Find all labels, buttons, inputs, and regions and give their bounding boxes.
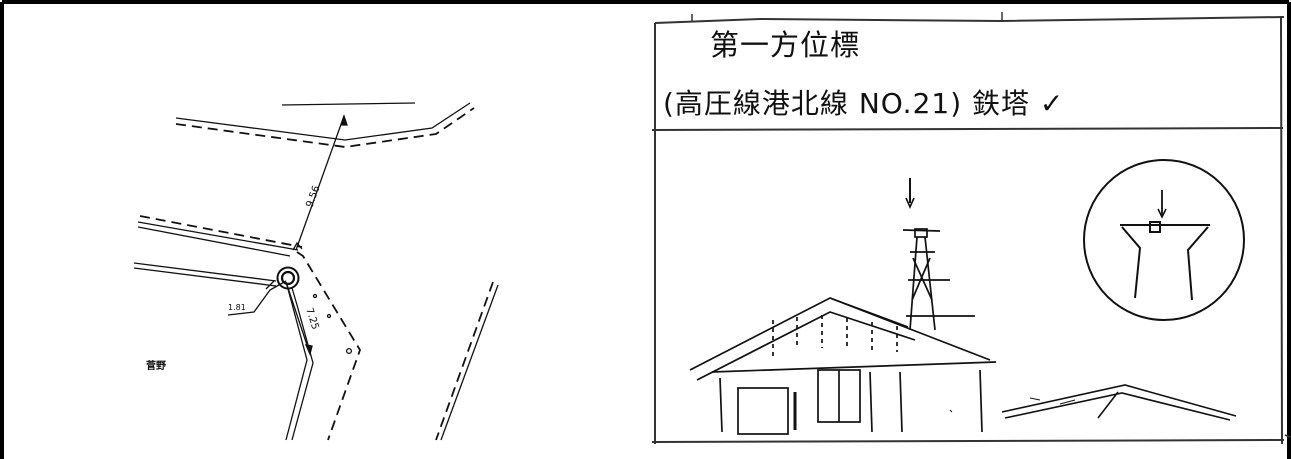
place-name-label: 菅野 xyxy=(146,359,166,372)
card-title-line1: 第一方位標 xyxy=(710,28,860,62)
marker-dots xyxy=(312,293,353,355)
distant-roof-icon xyxy=(1001,384,1237,421)
dimension-label-upper: 9.56 xyxy=(304,184,322,209)
dimension-label-small: 1.81 xyxy=(228,303,246,312)
top-road xyxy=(175,102,475,148)
left-boundary-lower xyxy=(133,262,277,287)
survey-point-marker xyxy=(276,266,300,290)
right-boundary xyxy=(435,281,499,441)
left-boundary-upper xyxy=(137,215,303,257)
dimension-label-lower: 7.25 xyxy=(303,307,320,332)
house-icon xyxy=(689,297,997,435)
landmark-card xyxy=(651,12,1291,445)
pylon-pointer-arrow xyxy=(905,178,915,209)
pylon-tower-icon xyxy=(902,228,975,331)
landmark-sketch xyxy=(689,159,1245,435)
closeup-detail xyxy=(1083,159,1245,321)
scan-noise xyxy=(949,397,1076,413)
measurement-lines xyxy=(227,113,348,356)
plan-sketch xyxy=(133,102,499,441)
card-title-line2: (高圧線港北線 NO.21) 鉄塔 ✓ xyxy=(663,87,1064,120)
